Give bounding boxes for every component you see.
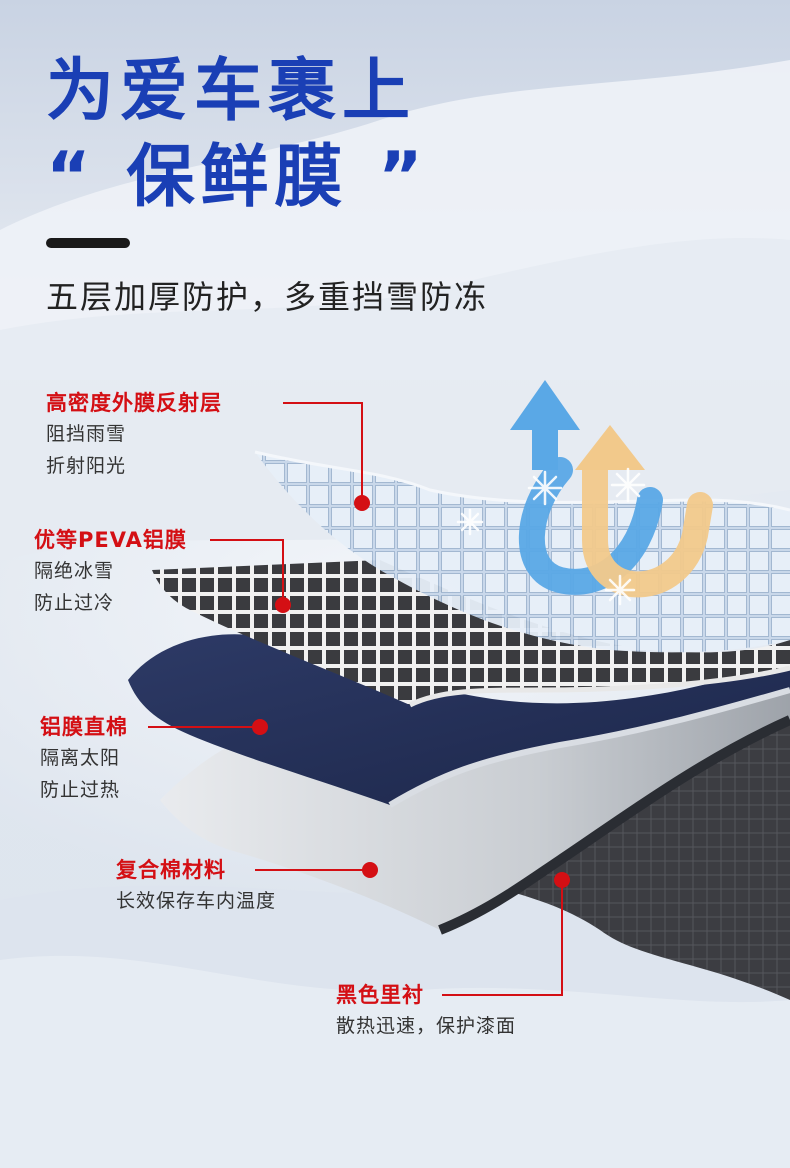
layer-name: 高密度外膜反射层 xyxy=(46,391,222,415)
cotton-layer xyxy=(160,670,790,930)
navy-cotton-layer xyxy=(128,634,790,805)
headline-line-2: “ 保鲜膜 ” xyxy=(46,138,429,217)
layer-name: 铝膜直棉 xyxy=(40,715,128,739)
layer-desc: 折射阳光 xyxy=(46,455,127,477)
peva-foil-layer xyxy=(152,560,790,705)
layer-name: 复合棉材料 xyxy=(116,858,226,882)
callout-dots xyxy=(252,495,570,888)
headline-line-1: 为爱车裹上 xyxy=(46,52,417,131)
layer-label-navy-cotton: 铝膜直棉 隔离太阳 防止过热 xyxy=(40,712,128,806)
layer-label-black-lining: 黑色里衬 散热迅速，保护漆面 xyxy=(336,980,516,1042)
subtitle: 五层加厚防护，多重挡雪防冻 xyxy=(46,278,489,316)
callout-lines xyxy=(148,402,563,996)
black-lining-layer xyxy=(505,720,790,1000)
layer-desc: 隔离太阳 xyxy=(40,747,121,769)
layer-label-peva-foil: 优等PEVA铝膜 隔绝冰雪 防止过冷 xyxy=(34,525,187,619)
layer-desc: 防止过热 xyxy=(40,779,121,801)
layer-desc: 防止过冷 xyxy=(34,592,115,614)
layer-name: 优等PEVA铝膜 xyxy=(34,528,187,552)
layer-desc: 隔绝冰雪 xyxy=(34,560,115,582)
layer-desc: 长效保存车内温度 xyxy=(116,890,277,912)
layer-desc: 散热迅速，保护漆面 xyxy=(336,1015,517,1037)
layer-label-reflective-film: 高密度外膜反射层 阻挡雨雪 折射阳光 xyxy=(46,388,222,482)
layer-name: 黑色里衬 xyxy=(336,983,424,1007)
layer-label-composite-cotton: 复合棉材料 长效保存车内温度 xyxy=(116,855,276,917)
snowflake-icon xyxy=(456,467,646,606)
title-underline xyxy=(46,238,130,248)
layer-desc: 阻挡雨雪 xyxy=(46,423,127,445)
reflect-arrows-icon xyxy=(510,380,713,598)
